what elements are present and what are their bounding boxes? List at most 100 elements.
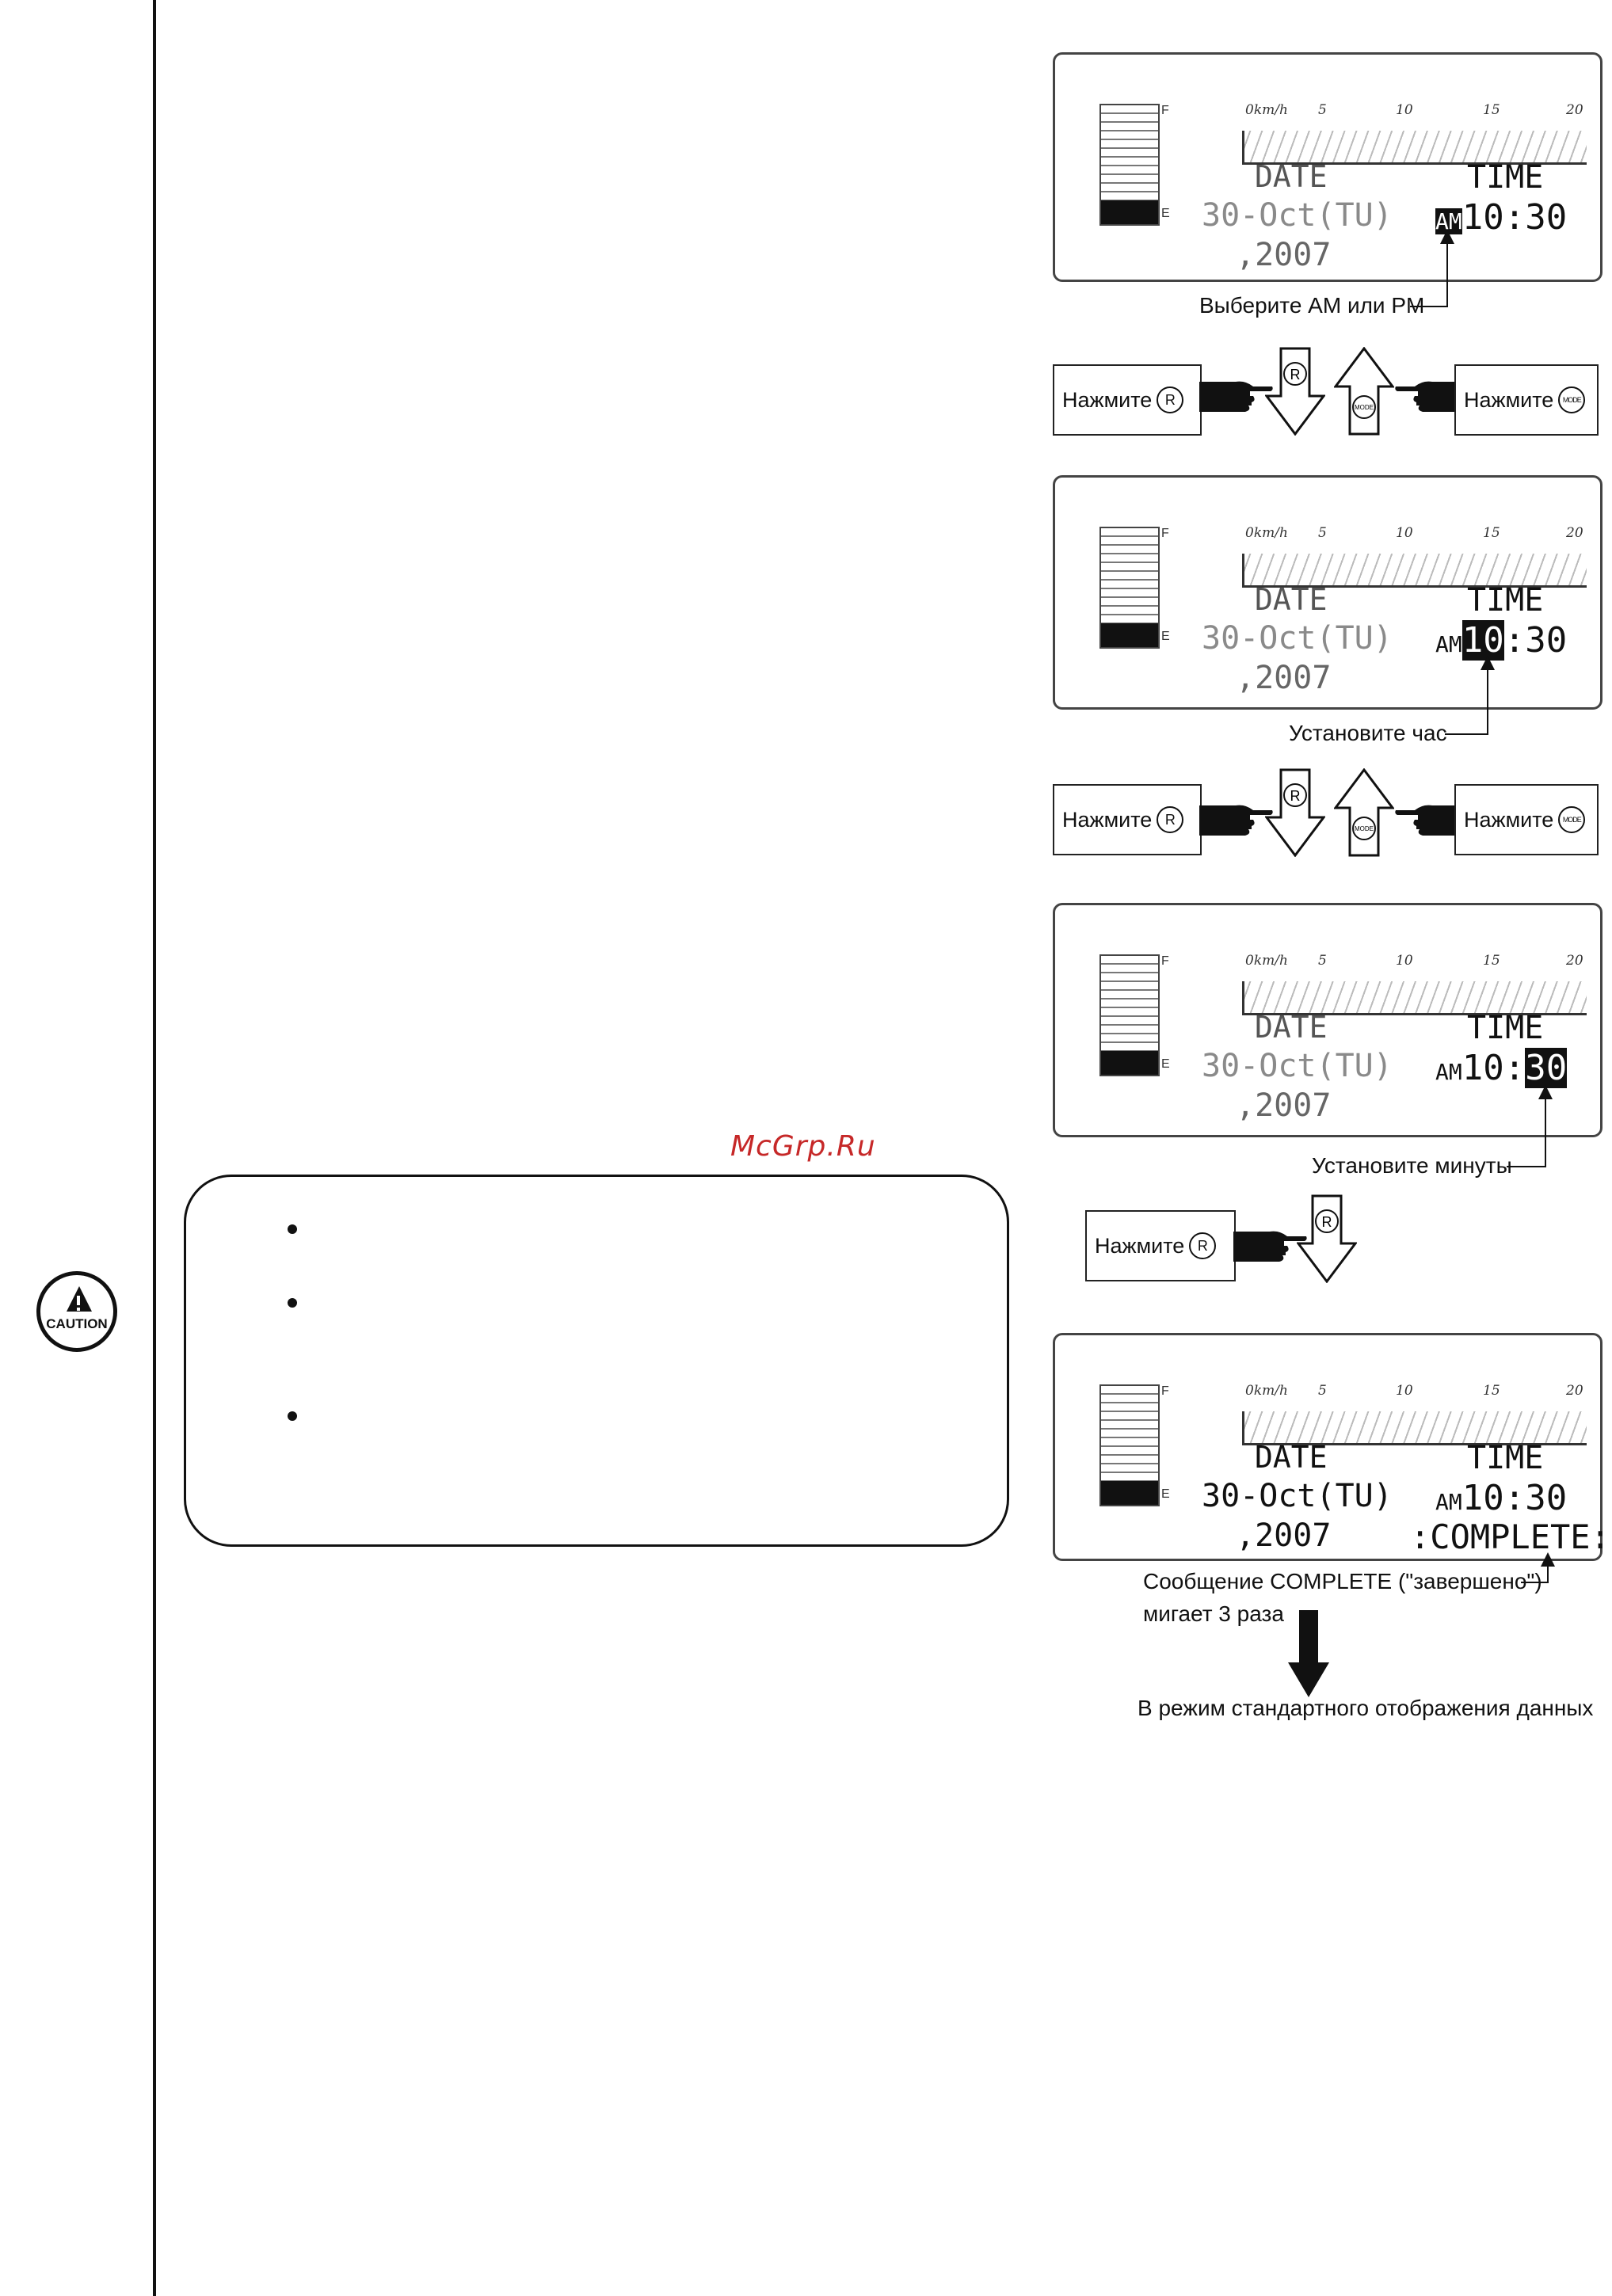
minute-value: 30 xyxy=(1525,1478,1568,1518)
step-caption-ampm: Выберите AM или PM xyxy=(1199,293,1425,318)
time-value: AM10:30 xyxy=(1435,620,1567,661)
bullet-point xyxy=(288,1298,297,1308)
speed-tick: 5 xyxy=(1318,102,1327,118)
date-label: DATE xyxy=(1255,1010,1328,1045)
hour-value: 10 xyxy=(1461,1478,1504,1518)
speed-scale: 0km/h 5 10 15 20 xyxy=(1245,1383,1583,1407)
r-button-icon: R xyxy=(1157,806,1184,833)
up-arrow-icon: MODE xyxy=(1334,768,1394,857)
hour-value: 10 xyxy=(1461,197,1504,238)
step-caption-complete: Сообщение COMPLETE ("завершено") xyxy=(1143,1569,1542,1593)
speed-scale: 0km/h 5 10 15 20 xyxy=(1245,525,1583,549)
speed-tick: 15 xyxy=(1483,102,1500,118)
fuel-empty-label: E xyxy=(1161,630,1170,643)
date-label: DATE xyxy=(1255,582,1328,617)
pointing-hand-right-icon xyxy=(1199,381,1273,412)
fuel-empty-label: E xyxy=(1161,1057,1170,1071)
leader-line xyxy=(1545,1098,1546,1166)
time-label: TIME xyxy=(1467,1440,1544,1476)
lcd-screen-ampm: F E 0km/h 5 10 15 20 DATE TIME 30-Oct(TU… xyxy=(1053,52,1602,282)
year-value: ,2007 xyxy=(1236,237,1332,273)
speed-scale: 0km/h 5 10 15 20 xyxy=(1245,953,1583,977)
lcd-screen-minutes: F E 0km/h 5 10 15 20 DATE TIME 30-Oct(TU… xyxy=(1053,903,1602,1137)
caution-notice-box xyxy=(184,1175,1009,1547)
bullet-point xyxy=(288,1224,297,1234)
speed-tick: 5 xyxy=(1318,953,1327,969)
press-mode-box: Нажмите MODE xyxy=(1454,364,1599,436)
speed-tick: 10 xyxy=(1396,525,1413,541)
hour-value: 10 xyxy=(1461,1048,1504,1088)
ampm-indicator: AM xyxy=(1435,631,1462,657)
speed-tick: 10 xyxy=(1396,953,1413,969)
up-arrow-icon: MODE xyxy=(1334,347,1394,436)
date-label: DATE xyxy=(1255,1440,1328,1475)
fuel-gauge xyxy=(1099,527,1160,649)
time-colon: : xyxy=(1503,620,1526,661)
speed-tick: 10 xyxy=(1396,102,1413,118)
down-arrow-icon: R xyxy=(1297,1194,1357,1283)
leader-line xyxy=(1487,668,1488,733)
caution-icon: CAUTION xyxy=(36,1271,117,1352)
r-button-mark: R xyxy=(1322,1214,1332,1230)
lcd-screen-complete: F E 0km/h 5 10 15 20 DATE TIME 30-Oct(TU… xyxy=(1053,1333,1610,1561)
speed-bar xyxy=(1242,1411,1587,1445)
speed-tick: 20 xyxy=(1566,102,1583,118)
watermark: McGrp.Ru xyxy=(730,1130,876,1163)
speed-bar xyxy=(1242,131,1587,165)
step-caption-complete-blink: мигает 3 раза xyxy=(1143,1601,1284,1626)
pointing-hand-left-icon xyxy=(1395,805,1469,836)
lcd-screen-hour: F E 0km/h 5 10 15 20 DATE TIME 30-Oct(TU… xyxy=(1053,475,1602,710)
speed-tick: 0km/h xyxy=(1245,102,1288,118)
leader-line xyxy=(1507,1166,1546,1167)
time-colon: : xyxy=(1503,197,1526,238)
speed-tick: 0km/h xyxy=(1245,953,1288,969)
press-label: Нажмите xyxy=(1095,1233,1185,1258)
press-r-box: Нажмите R xyxy=(1085,1210,1236,1281)
speed-tick: 15 xyxy=(1483,525,1500,541)
r-button-mark: R xyxy=(1290,367,1301,383)
speed-tick: 15 xyxy=(1483,953,1500,969)
fuel-gauge xyxy=(1099,954,1160,1076)
bullet-point xyxy=(288,1411,297,1421)
time-label: TIME xyxy=(1467,582,1544,619)
caution-label: CAUTION xyxy=(46,1316,108,1331)
pointer-arrow xyxy=(1440,230,1454,244)
mode-button-icon: MODE xyxy=(1558,386,1586,413)
pointing-hand-left-icon xyxy=(1395,381,1469,412)
minute-value: 30 xyxy=(1525,1048,1568,1088)
date-label: DATE xyxy=(1255,159,1328,194)
step-caption-minutes: Установите минуты xyxy=(1312,1153,1512,1178)
ampm-indicator: AM xyxy=(1435,1489,1462,1515)
pointing-hand-right-icon xyxy=(1199,805,1273,836)
mode-button-mark: MODE xyxy=(1355,404,1374,411)
date-value: 30-Oct(TU) xyxy=(1202,197,1393,234)
speed-tick: 20 xyxy=(1566,1383,1583,1399)
time-value: AM10:30 xyxy=(1435,1048,1568,1088)
fuel-gauge xyxy=(1099,1384,1160,1506)
press-label: Нажмите xyxy=(1464,807,1554,832)
speed-bar xyxy=(1242,554,1587,588)
time-colon: : xyxy=(1503,1048,1526,1088)
pointer-arrow xyxy=(1538,1085,1553,1099)
fuel-full-label: F xyxy=(1161,527,1169,540)
mode-button-mark: MODE xyxy=(1355,825,1374,832)
leader-line xyxy=(1446,242,1448,306)
press-label: Нажмите xyxy=(1062,387,1153,412)
year-value: ,2007 xyxy=(1236,1517,1332,1554)
time-colon: : xyxy=(1503,1478,1526,1518)
fuel-full-label: F xyxy=(1161,954,1169,968)
date-value: 30-Oct(TU) xyxy=(1202,620,1393,657)
speed-tick: 5 xyxy=(1318,1383,1327,1399)
r-button-icon: R xyxy=(1157,386,1184,413)
press-r-box: Нажмите R xyxy=(1053,364,1202,436)
step-caption-standard-mode: В режим стандартного отображения данных xyxy=(1138,1696,1594,1720)
hour-value: 10 xyxy=(1461,620,1504,661)
year-value: ,2007 xyxy=(1236,1087,1332,1124)
press-label: Нажмите xyxy=(1062,807,1153,832)
speed-tick: 10 xyxy=(1396,1383,1413,1399)
leader-line xyxy=(1521,1582,1549,1583)
margin-rule xyxy=(153,0,156,2296)
time-label: TIME xyxy=(1467,1010,1544,1046)
leader-line xyxy=(1547,1565,1549,1582)
date-value: 30-Oct(TU) xyxy=(1202,1478,1393,1514)
